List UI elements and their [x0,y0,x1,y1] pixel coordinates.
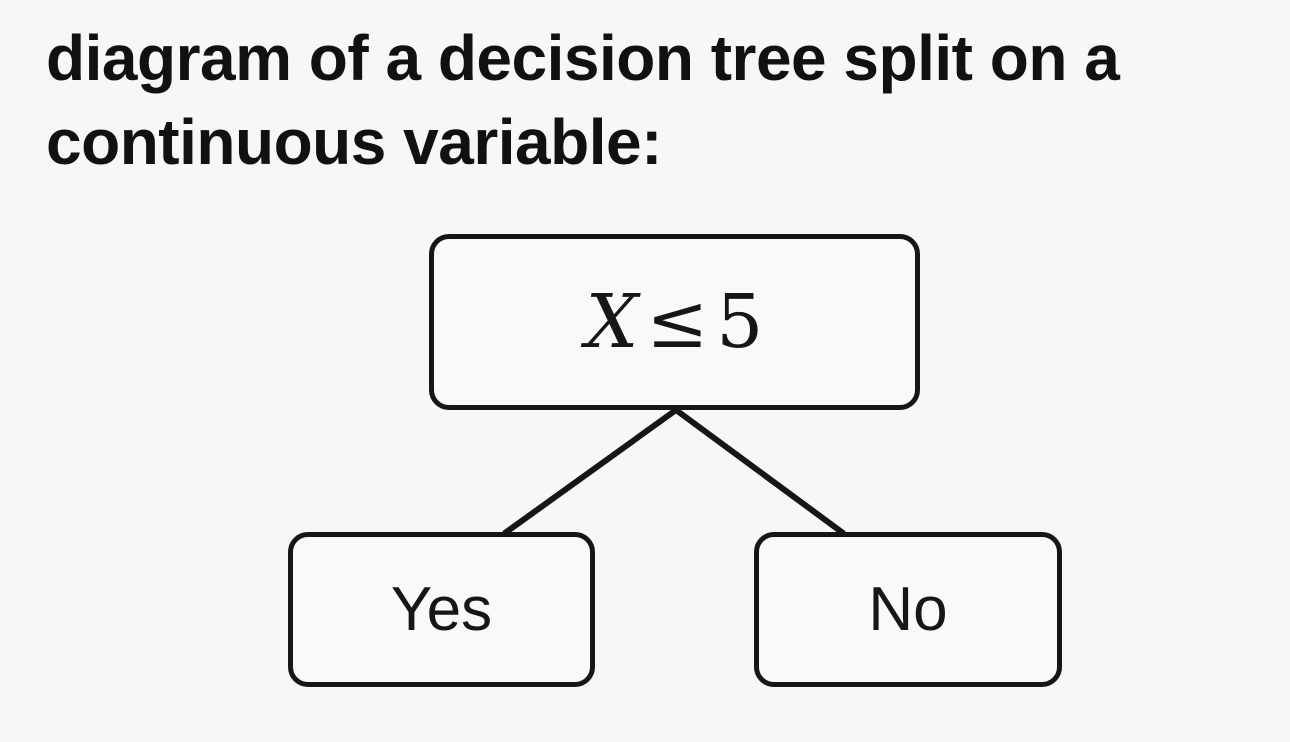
title-line-1: diagram of a decision tree split on a [46,22,1120,94]
split-threshold: 5 [716,279,764,365]
leaf-label-yes: Yes [390,574,493,644]
page-title: diagram of a decision tree split on a co… [46,16,1246,184]
root-node: X ≤ 5 [429,234,920,410]
split-variable: X [585,279,639,365]
leaf-node-no: No [754,532,1062,687]
leaf-label-no: No [868,574,948,644]
edge-no [673,407,846,536]
split-operator: ≤ [646,279,709,365]
edge-yes [502,407,679,536]
title-line-2: continuous variable: [46,106,662,178]
leaf-node-yes: Yes [288,532,595,687]
split-condition: X ≤ 5 [586,285,764,359]
